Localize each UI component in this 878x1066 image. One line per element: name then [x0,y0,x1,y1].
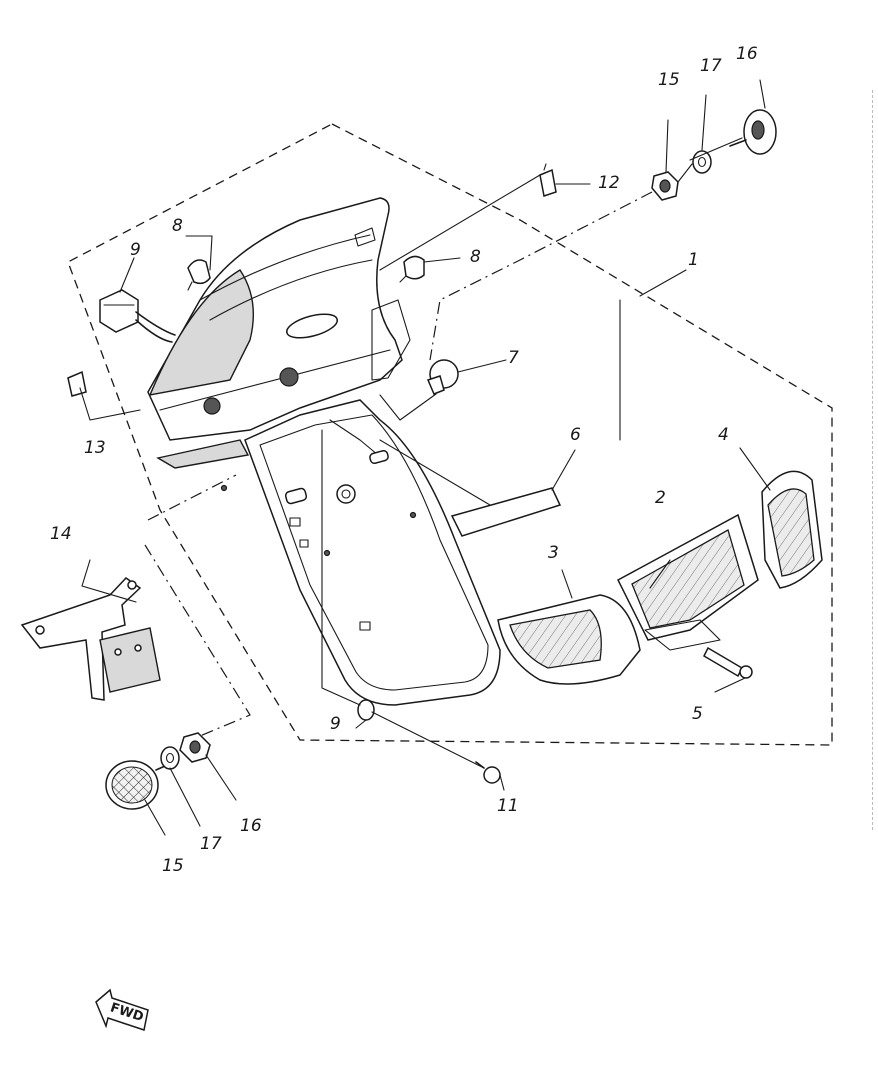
bulb-right [399,255,425,283]
callout-15-lower: 15 [162,856,184,876]
callout-8-left: 8 [172,216,183,236]
fwd-arrow: FWD [95,988,149,1031]
callout-6: 6 [570,425,581,445]
wiring-connector [99,289,176,343]
callout-3: 3 [548,543,559,563]
callout-14: 14 [50,524,72,544]
page-edge-mark [872,90,875,830]
screw-11 [475,761,501,784]
washer-upper [692,150,712,174]
reflector-strip [450,487,562,537]
screw-12 [539,163,557,197]
callout-16-lower: 16 [240,816,262,836]
tail-light-housing [147,197,411,469]
lens-center [497,594,641,685]
callout-15-upper: 15 [658,70,680,90]
callout-17-upper: 17 [700,56,722,76]
callout-5: 5 [692,704,703,724]
callout-1: 1 [688,250,699,270]
bulb-left [187,259,211,291]
screw-5 [703,646,753,679]
license-bracket [20,577,161,701]
callout-9-lower: 9 [330,714,341,734]
clip-13 [67,370,87,397]
nut-upper [651,171,679,201]
callout-11: 11 [497,796,519,816]
callout-2: 2 [655,488,666,508]
reflector-lower [105,760,166,810]
leader-lines [79,79,771,836]
callout-17-lower: 17 [200,834,222,854]
washer-lower [160,746,180,770]
nut-lower [179,732,211,763]
grommet [357,699,375,721]
reflector-upper [729,109,777,155]
assembly-boundary [67,123,833,746]
side-lens [761,470,823,589]
callout-4: 4 [718,425,729,445]
lens-housing-right [617,513,759,651]
callout-13: 13 [84,438,106,458]
callout-9-upper: 9 [130,240,141,260]
callout-16-upper: 16 [736,44,758,64]
rear-fender-panel [220,399,501,706]
callout-7: 7 [508,348,519,368]
callout-12: 12 [598,173,620,193]
bulb-main [426,359,459,395]
callout-8-right: 8 [470,247,481,267]
